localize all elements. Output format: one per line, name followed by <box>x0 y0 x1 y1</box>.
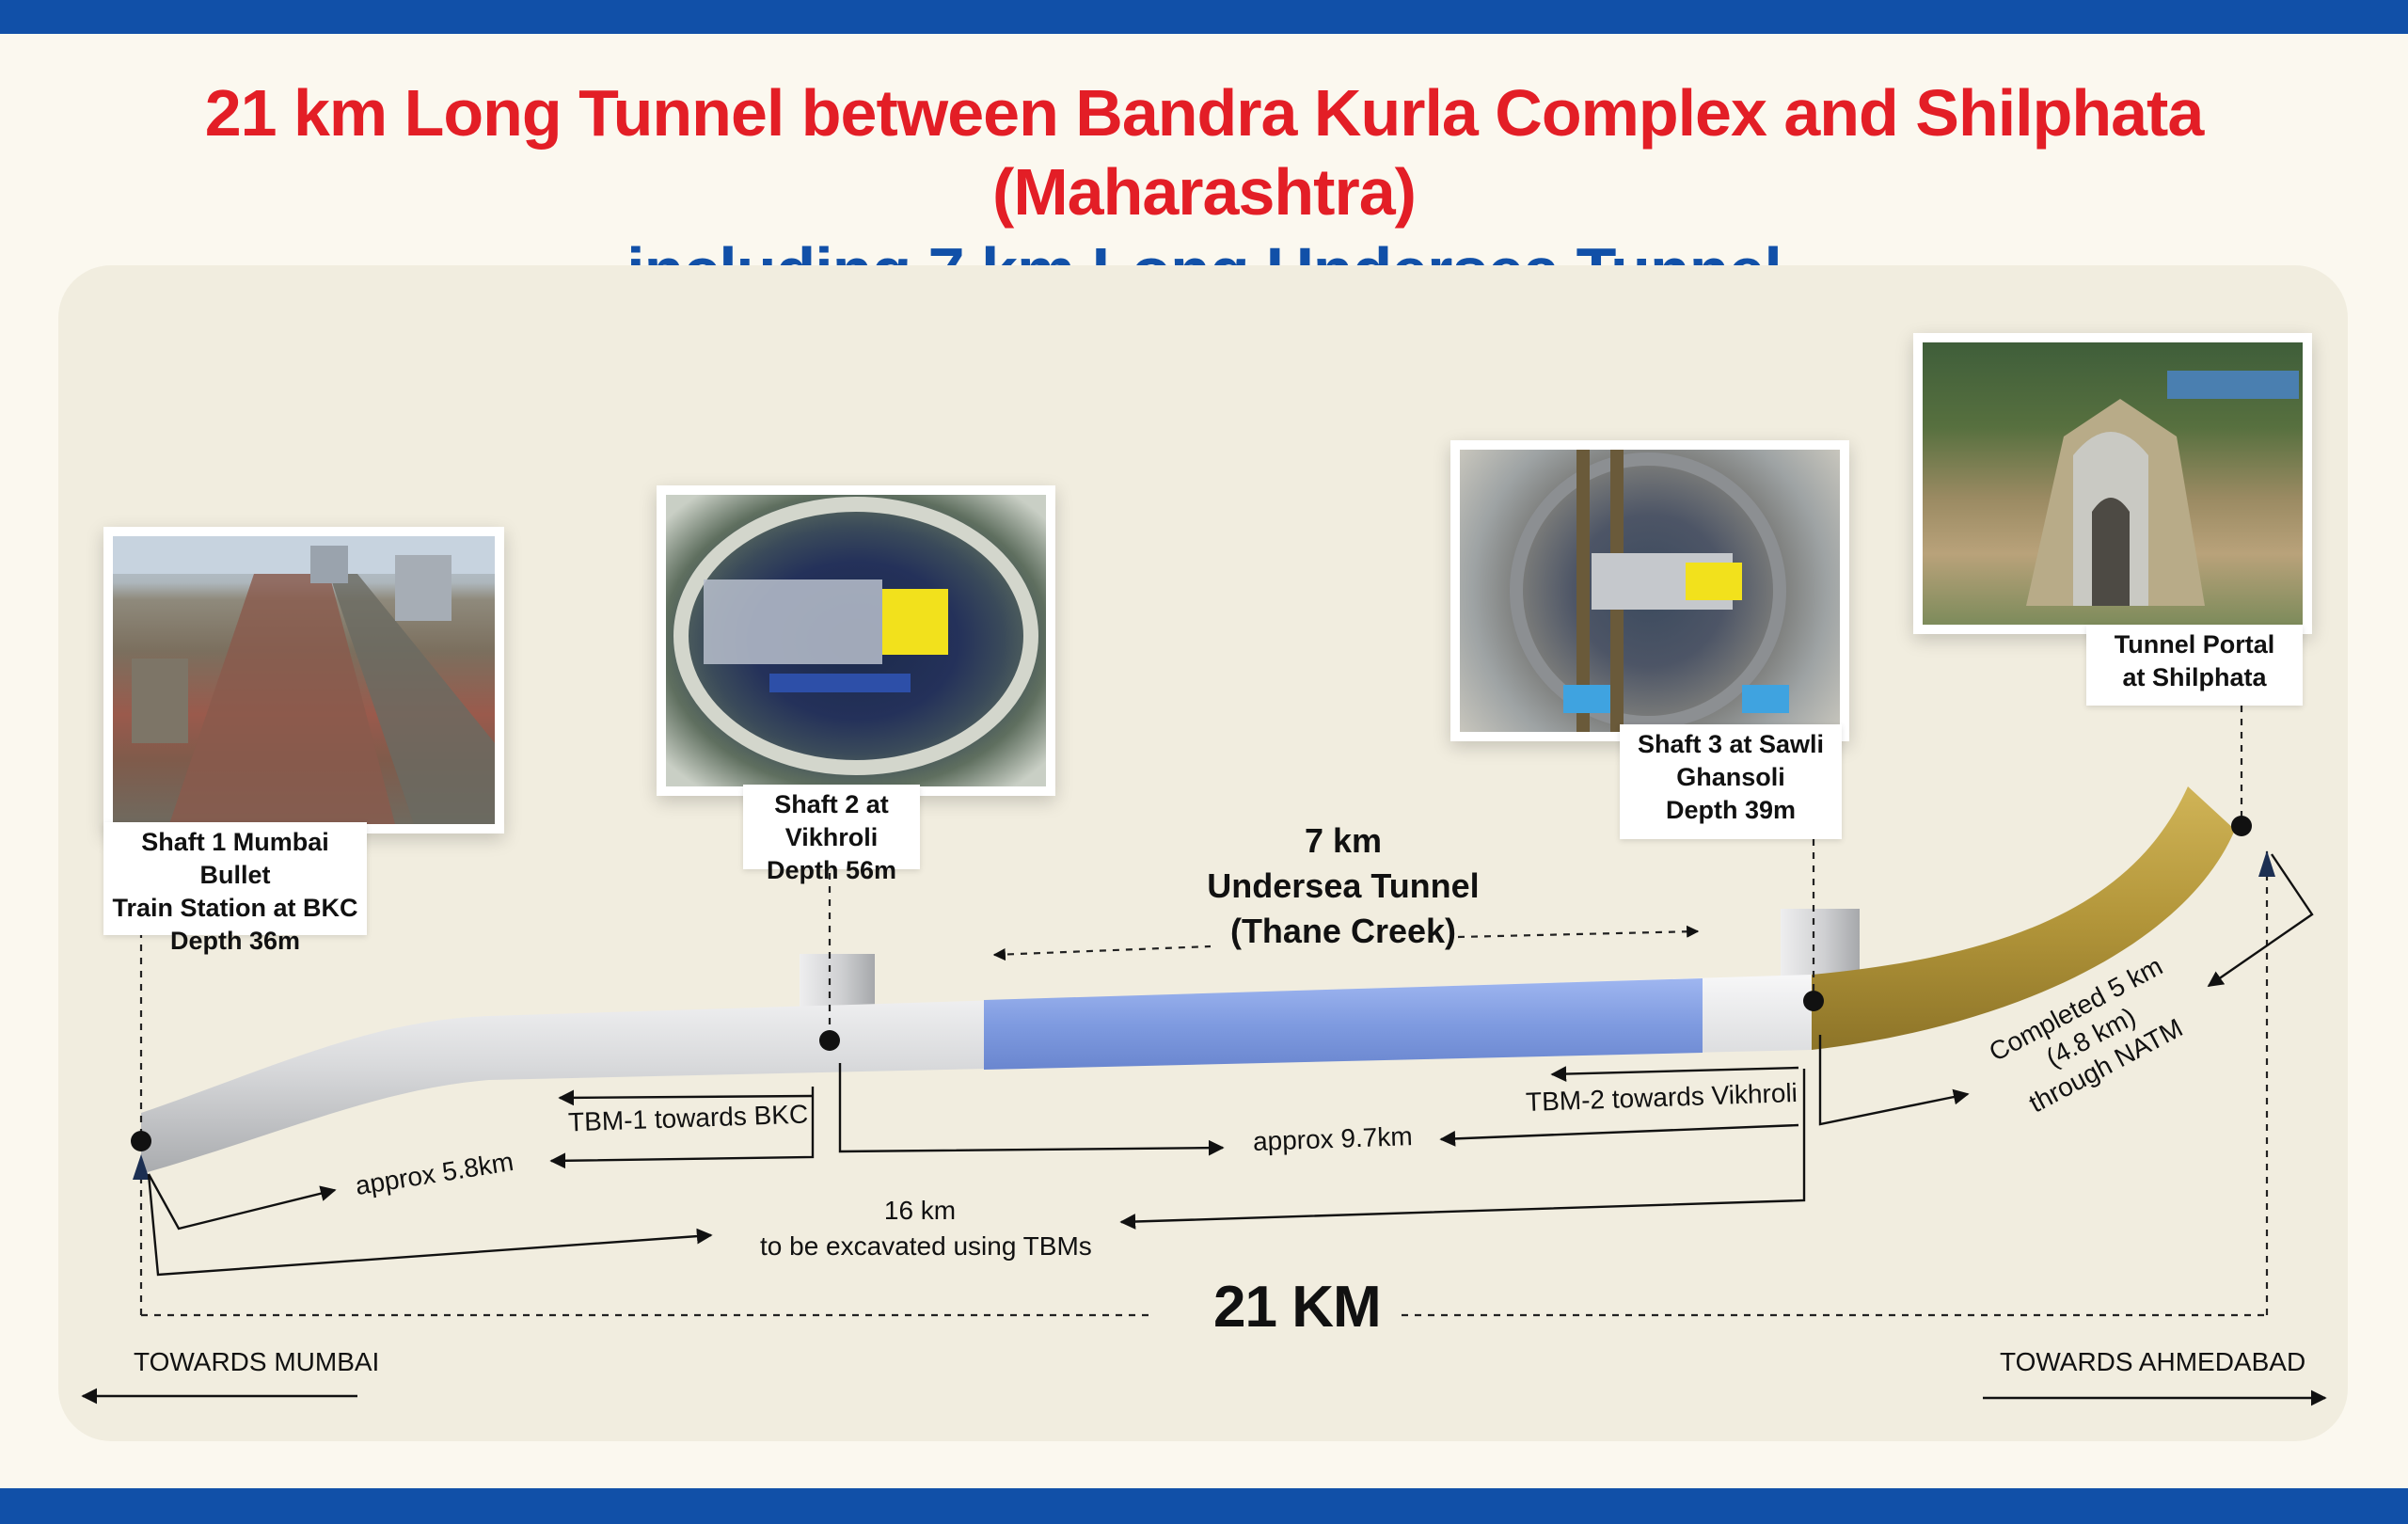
arrow-16km-right <box>1119 1069 1806 1230</box>
arrow-approx-9-7-left <box>838 1063 1225 1156</box>
arrow-tbm-2 <box>1550 1066 1799 1082</box>
shaft-2-stub <box>800 954 875 1010</box>
dot-shaft-2 <box>819 1030 840 1051</box>
label-shaft-2: Shaft 2 at Vikhroli Depth 56m <box>743 785 920 884</box>
arrow-natm-upper <box>2207 853 2314 987</box>
label-portal: Tunnel Portal at Shilphata <box>2086 625 2303 706</box>
label-towards-ahmedabad: TOWARDS AHMEDABAD <box>2000 1347 2306 1376</box>
label-shaft-3: Shaft 3 at Sawli Ghansoli Depth 39m <box>1620 724 1842 839</box>
label-16km: 16 km to be excavated using TBMs <box>760 1196 1092 1261</box>
undersea-section <box>984 978 1703 1070</box>
bottom-bar <box>0 1488 2408 1524</box>
arrow-tbm-1-upper <box>558 1089 814 1106</box>
construction-site-image <box>113 536 495 824</box>
photo-shaft-1 <box>103 527 504 833</box>
dot-shaft-3 <box>1803 991 1824 1011</box>
label-approx-9-7: approx 9.7km <box>1252 1121 1414 1156</box>
undersea-label: 7 km Undersea Tunnel (Thane Creek) <box>1207 821 1480 950</box>
tunnel-portal-image <box>2026 371 2299 606</box>
arrow-tbm-1 <box>549 1087 815 1169</box>
undersea-arrow-left <box>992 945 1212 961</box>
undersea-arrow-right <box>1457 925 1700 939</box>
arrow-natm-lower <box>1818 1035 1970 1126</box>
title-line-1: 21 km Long Tunnel between Bandra Kurla C… <box>204 76 2205 229</box>
top-bar <box>0 0 2408 34</box>
up-arrow-right <box>2258 850 2275 877</box>
up-arrow-left <box>133 1154 150 1180</box>
photo-portal <box>1913 333 2312 634</box>
shaft-3-image <box>1510 450 1789 732</box>
total-length-label: 21 KM <box>1213 1275 1382 1340</box>
photo-shaft-3 <box>1450 440 1849 741</box>
arrow-approx-9-7-right <box>1439 1123 1799 1147</box>
shaft-3-stub <box>1781 909 1860 976</box>
photo-shaft-2 <box>657 485 1055 796</box>
arrow-approx-5-8 <box>147 1173 337 1230</box>
arrow-16km-left <box>147 1173 713 1277</box>
shaft-tbm-image <box>673 497 1038 775</box>
label-towards-mumbai: TOWARDS MUMBAI <box>134 1347 380 1376</box>
dot-shaft-1 <box>131 1131 151 1151</box>
natm-section <box>1812 786 2235 1050</box>
dot-portal <box>2231 816 2252 836</box>
label-shaft-1: Shaft 1 Mumbai Bullet Train Station at B… <box>103 822 367 955</box>
